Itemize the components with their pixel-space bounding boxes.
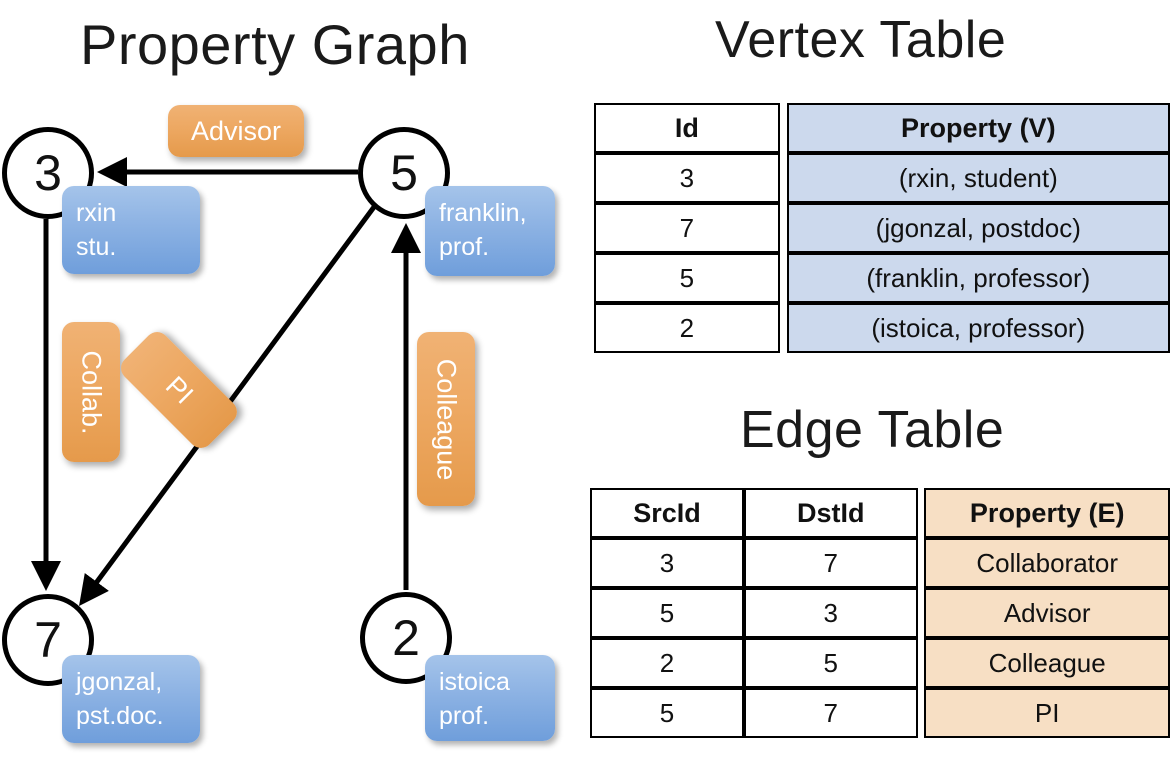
graph-node-2[interactable]: 2: [360, 592, 452, 684]
column-gap: [780, 153, 787, 203]
cell-dstid: 7: [744, 688, 918, 738]
graph-node-5[interactable]: 5: [358, 127, 450, 219]
cell-id: 3: [594, 153, 780, 203]
cell-property: Collaborator: [924, 538, 1170, 588]
column-gap: [780, 253, 787, 303]
table-row: 5 7 PI: [590, 688, 1170, 738]
cell-dstid: 7: [744, 538, 918, 588]
table-row: 3 7 Collaborator: [590, 538, 1170, 588]
edge-label-collab: Collab.: [62, 322, 120, 462]
cell-property: Advisor: [924, 588, 1170, 638]
cell-srcid: 3: [590, 538, 745, 588]
edge-label-text: PI: [159, 370, 199, 410]
edge-table: SrcId DstId Property (E) 3 7 Collaborato…: [590, 488, 1170, 738]
cell-property: (jgonzal, postdoc): [786, 203, 1170, 253]
cell-dstid: 5: [744, 638, 918, 688]
page-title-vertex-table: Vertex Table: [715, 11, 1007, 69]
page-title-edge-table: Edge Table: [740, 401, 1005, 459]
page-title-property-graph: Property Graph: [80, 13, 470, 76]
node-property-line2: prof.: [439, 233, 490, 261]
table-row: 2 5 Colleague: [590, 638, 1170, 688]
property-graph-panel: Property Graph 3 5 7 2 rxin stu. frankli…: [2, 13, 555, 743]
edge-label-text: Collab.: [76, 349, 107, 435]
cell-id: 7: [594, 203, 780, 253]
node-property-line2: stu.: [76, 233, 117, 261]
cell-dstid: 3: [744, 588, 918, 638]
node-property-line1: rxin: [76, 199, 117, 227]
column-header-dstid: DstId: [744, 488, 918, 538]
table-header-row: Id Property (V): [594, 103, 1170, 153]
cell-property: PI: [924, 688, 1170, 738]
edge-label-colleague: Colleague: [417, 332, 475, 506]
table-row: 7 (jgonzal, postdoc): [594, 203, 1170, 253]
node-property-box-franklin: franklin, prof.: [425, 186, 555, 276]
column-gap: [918, 638, 925, 688]
node-property-box-rxin: rxin stu.: [62, 186, 200, 274]
node-property-line1: jgonzal,: [76, 668, 163, 696]
column-gap: [918, 488, 925, 538]
table-row: 3 (rxin, student): [594, 153, 1170, 203]
cell-srcid: 5: [590, 688, 745, 738]
edge-label-text: Colleague: [431, 358, 462, 480]
node-property-box-jgonzal: jgonzal, pst.doc.: [62, 655, 200, 743]
column-gap: [918, 588, 925, 638]
column-header-property-e: Property (E): [924, 488, 1170, 538]
cell-property: (rxin, student): [786, 153, 1170, 203]
column-gap: [780, 103, 787, 153]
table-header-row: SrcId DstId Property (E): [590, 488, 1170, 538]
table-row: 2 (istoica, professor): [594, 303, 1170, 353]
node-property-box-istoica: istoica prof.: [425, 655, 555, 741]
table-row: 5 (franklin, professor): [594, 253, 1170, 303]
cell-srcid: 2: [590, 638, 745, 688]
column-gap: [780, 203, 787, 253]
column-header-id: Id: [594, 103, 780, 153]
column-gap: [918, 688, 925, 738]
cell-property: Colleague: [924, 638, 1170, 688]
cell-id: 5: [594, 253, 780, 303]
column-header-property-v: Property (V): [786, 103, 1170, 153]
cell-property: (istoica, professor): [786, 303, 1170, 353]
vertex-table: Id Property (V) 3 (rxin, student) 7 (jgo…: [594, 103, 1170, 353]
cell-property: (franklin, professor): [786, 253, 1170, 303]
node-property-line2: prof.: [439, 702, 490, 730]
node-property-line1: franklin,: [439, 199, 527, 227]
table-row: 5 3 Advisor: [590, 588, 1170, 638]
column-header-srcid: SrcId: [590, 488, 745, 538]
cell-id: 2: [594, 303, 780, 353]
edge-label-advisor: Advisor: [168, 105, 304, 157]
node-property-line1: istoica: [439, 668, 510, 696]
cell-srcid: 5: [590, 588, 745, 638]
column-gap: [780, 303, 787, 353]
column-gap: [918, 538, 925, 588]
node-property-line2: pst.doc.: [76, 702, 164, 730]
edge-label-text: Advisor: [190, 115, 282, 146]
